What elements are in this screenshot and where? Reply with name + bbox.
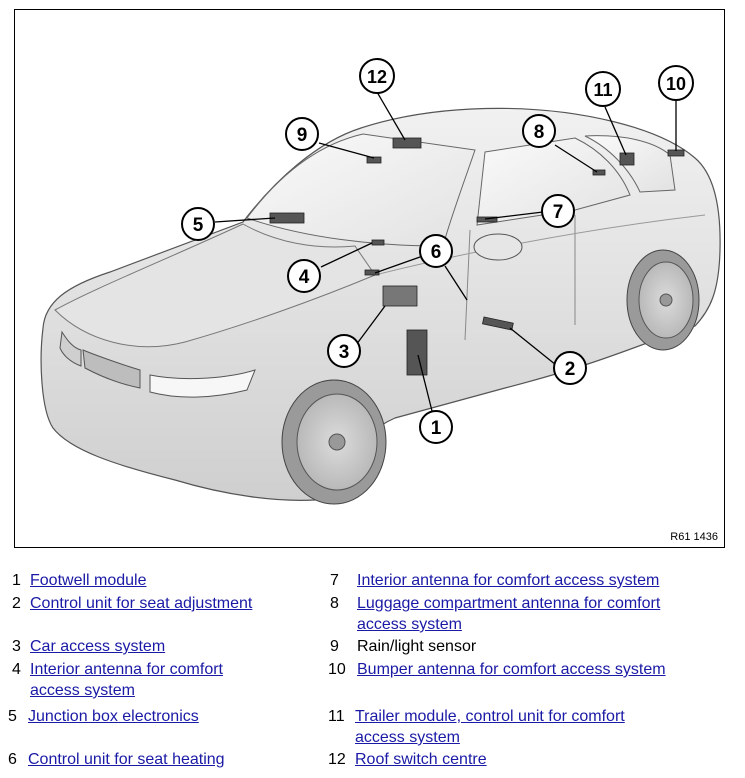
legend-item-7: 7 Interior antenna for comfort access sys… (330, 570, 659, 591)
legend-item-8: 8 Luggage compartment antenna for comfort… (330, 593, 712, 635)
seat-heating-unit-shape (364, 269, 380, 276)
legend-link-roof-switch-centre[interactable]: Roof switch centre (355, 751, 487, 768)
interior-antenna-front-shape (371, 239, 385, 246)
callout-4: 4 (287, 259, 321, 293)
legend-item-11: 11 Trailer module, control unit for comfo… (328, 706, 675, 748)
callout-1: 1 (419, 410, 453, 444)
legend-num: 5 (8, 708, 17, 725)
legend-num: 11 (328, 708, 345, 725)
svg-text:3: 3 (339, 342, 350, 363)
svg-text:6: 6 (431, 242, 442, 263)
svg-text:2: 2 (565, 359, 576, 380)
seat-adjustment-unit-shape (482, 316, 514, 331)
legend-item-1: 1 Footwell module (12, 570, 147, 591)
legend-link-footwell-module[interactable]: Footwell module (30, 572, 147, 589)
legend-num: 2 (12, 595, 21, 612)
svg-text:1: 1 (431, 418, 442, 439)
legend-item-10: 10 Bumper antenna for comfort access syst… (328, 659, 666, 680)
legend-item-5: 5 Junction box electronics (8, 706, 199, 727)
svg-text:9: 9 (297, 125, 308, 146)
junction-box-shape (269, 212, 305, 224)
callout-3: 3 (327, 334, 361, 368)
svg-text:8: 8 (534, 122, 545, 143)
callout-5: 5 (181, 207, 215, 241)
legend-link-luggage-antenna[interactable]: Luggage compartment antenna for comfort … (357, 595, 661, 633)
trailer-module-shape (619, 152, 635, 166)
rain-light-sensor-shape (366, 156, 382, 164)
legend-link-seat-adjustment[interactable]: Control unit for seat adjustment (30, 595, 253, 612)
legend-link-car-access-system[interactable]: Car access system (30, 638, 166, 655)
roof-switch-centre-shape (392, 137, 422, 149)
legend-num: 8 (330, 595, 339, 612)
callout-8: 8 (522, 114, 556, 148)
callout-7: 7 (541, 194, 575, 228)
rear-wheel (626, 249, 700, 351)
legend-item-12: 12 Roof switch centre (328, 749, 487, 770)
svg-text:11: 11 (593, 80, 612, 100)
car-illustration: 1 2 3 4 5 6 7 8 9 10 11 12 (40, 58, 721, 505)
legend-num: 12 (328, 751, 346, 768)
figure-reference: R61 1436 (670, 531, 718, 543)
legend-num: 3 (12, 638, 21, 655)
svg-text:10: 10 (666, 74, 686, 94)
legend-num: 4 (12, 661, 21, 678)
legend-item-6: 6 Control unit for seat heating (8, 749, 225, 770)
legend-item-9: 9 Rain/light sensor (330, 636, 476, 657)
footwell-module-shape (406, 329, 428, 376)
interior-antenna-rear-shape (476, 216, 498, 223)
legend-link-trailer-module[interactable]: Trailer module, control unit for comfort… (355, 708, 625, 746)
legend-link-bumper-antenna[interactable]: Bumper antenna for comfort access system (357, 661, 666, 678)
component-location-figure: 1 2 3 4 5 6 7 8 9 10 11 12 (14, 9, 725, 548)
callout-6: 6 (419, 234, 453, 268)
legend-num: 1 (12, 572, 21, 589)
legend-num: 6 (8, 751, 17, 768)
svg-text:7: 7 (553, 202, 564, 223)
svg-text:12: 12 (367, 67, 387, 87)
svg-text:5: 5 (193, 215, 204, 236)
front-wheel (281, 379, 387, 505)
callout-9: 9 (285, 117, 319, 151)
legend-item-3: 3 Car access system (12, 636, 165, 657)
legend-label-rain-light-sensor: Rain/light sensor (357, 638, 477, 655)
legend-item-2: 2 Control unit for seat adjustment (12, 593, 252, 614)
legend-num: 9 (330, 638, 339, 655)
callout-2: 2 (553, 351, 587, 385)
svg-text:4: 4 (299, 267, 310, 288)
luggage-antenna-shape (592, 169, 606, 176)
leader-lines (214, 91, 677, 428)
legend-link-interior-antenna-front[interactable]: Interior antenna for comfort access syst… (30, 661, 223, 699)
car-access-system-shape (382, 285, 418, 307)
callout-10: 10 (658, 65, 694, 101)
component-markers (269, 137, 685, 376)
callouts: 1 2 3 4 5 6 7 8 9 10 11 12 (181, 58, 694, 444)
callout-12: 12 (359, 58, 395, 94)
legend-num: 7 (330, 572, 339, 589)
legend-link-seat-heating[interactable]: Control unit for seat heating (28, 751, 225, 768)
legend-num: 10 (328, 661, 346, 678)
legend-link-junction-box[interactable]: Junction box electronics (28, 708, 199, 725)
legend-link-interior-antenna-rear[interactable]: Interior antenna for comfort access syst… (357, 572, 660, 589)
legend-item-4: 4 Interior antenna for comfort access sys… (12, 659, 270, 701)
callout-11: 11 (585, 71, 621, 107)
